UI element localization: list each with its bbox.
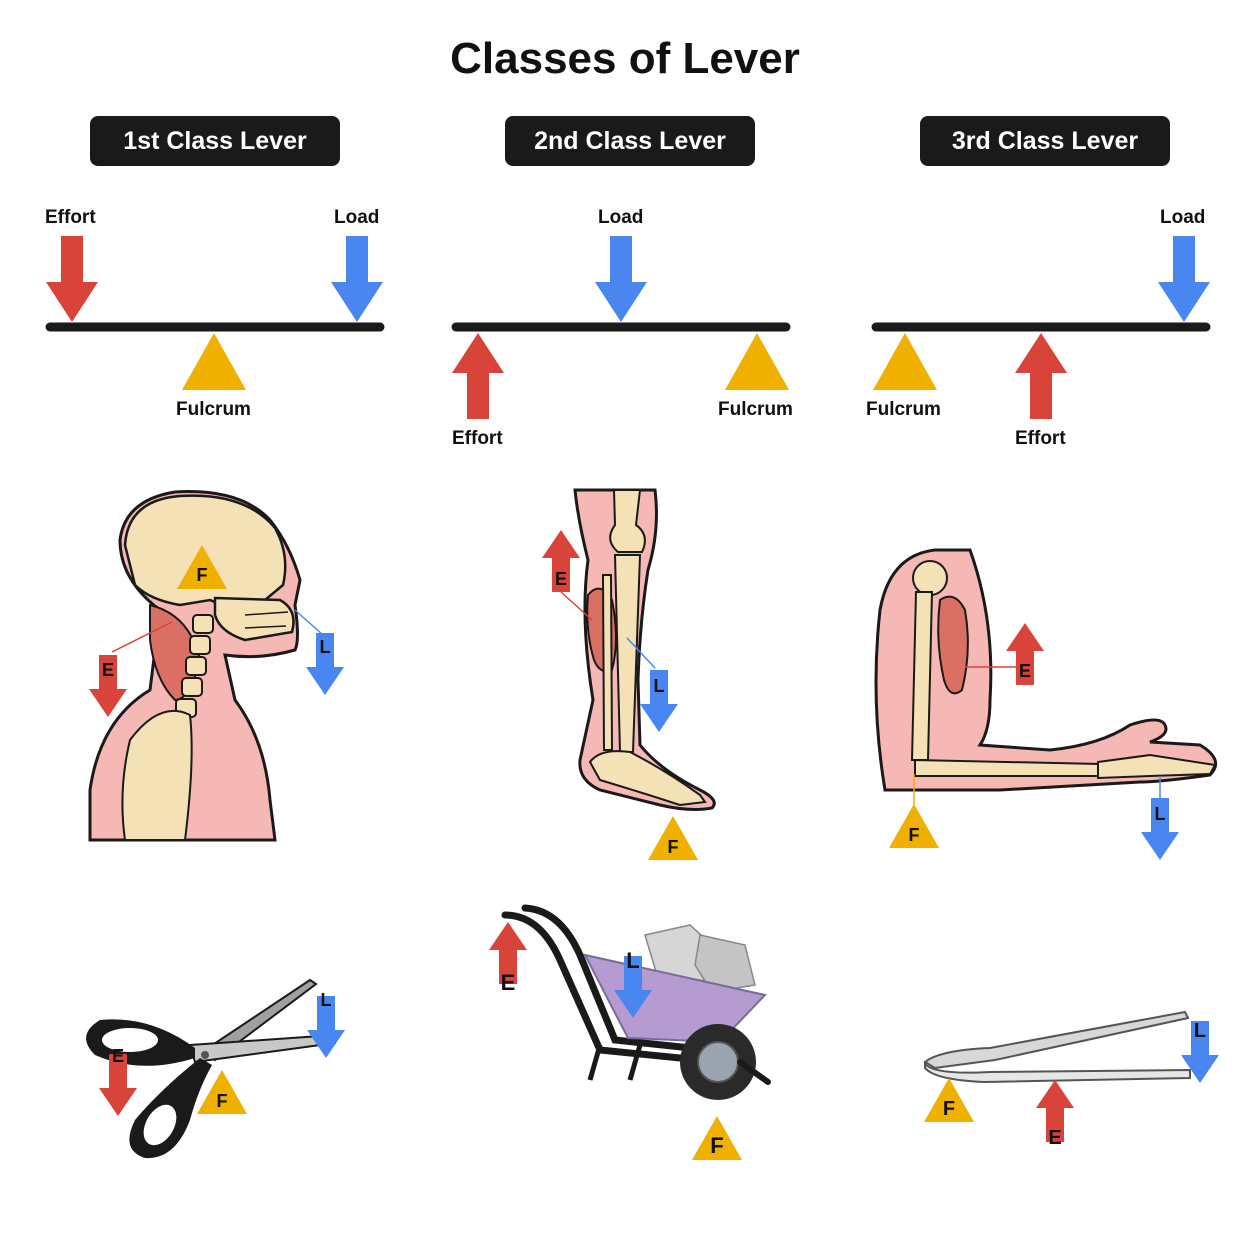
biceps-muscle	[937, 595, 969, 695]
scissors-handle-top-hole	[102, 1028, 158, 1052]
leg-load-marker: L	[654, 676, 665, 696]
class-2-load-arrow	[595, 236, 647, 322]
class-2-fulcrum-label: Fulcrum	[718, 399, 793, 420]
scissors-pivot	[201, 1051, 209, 1059]
class-1-effort-arrow	[46, 236, 98, 322]
scissors-illustration: E L F	[86, 978, 345, 1159]
arm-effort-marker: E	[1019, 661, 1031, 681]
head-fulcrum-marker: F	[197, 565, 208, 585]
page-title: Classes of Lever	[450, 34, 800, 83]
wheelbarrow-effort-marker: E	[501, 970, 516, 995]
tweezers-arm-bottom	[924, 1061, 1191, 1084]
class-2-load-label: Load	[598, 207, 644, 228]
class-3-load-arrow	[1158, 236, 1210, 322]
class-1-load-arrow	[331, 236, 383, 322]
wheelbarrow-load-marker: L	[626, 948, 639, 973]
head-load-marker: L	[320, 637, 331, 657]
class-3-load-label: Load	[1160, 207, 1206, 228]
tweezers-illustration: F E L	[923, 1010, 1219, 1149]
leg-foot-illustration: E L F	[542, 488, 716, 860]
head-effort-marker: E	[102, 660, 114, 680]
wheelbarrow-fulcrum-marker: F	[710, 1133, 723, 1158]
tweezers-load-marker: L	[1194, 1020, 1206, 1042]
wheelbarrow-axle-bar	[737, 1059, 771, 1085]
leg-effort-pointer	[560, 591, 593, 621]
class-2-effort-arrow	[452, 333, 504, 419]
jaw	[213, 596, 295, 642]
arm-illustration: E L F	[874, 548, 1218, 860]
class-1-fulcrum-label: Fulcrum	[176, 399, 251, 420]
scissors-fulcrum-marker: F	[217, 1091, 228, 1111]
class-3-effort-arrow	[1015, 333, 1067, 419]
class-3-fulcrum-triangle	[873, 333, 937, 390]
class-2-fulcrum-triangle	[725, 333, 789, 390]
wheelbarrow-handle-a	[501, 911, 704, 1064]
class-1-load-label: Load	[334, 207, 380, 228]
shoulder-joint	[912, 560, 948, 596]
class-3-schematic	[871, 236, 1211, 419]
teeth	[244, 611, 289, 629]
class-2-schematic	[451, 236, 791, 419]
arm-load-marker: L	[1155, 804, 1166, 824]
head-neck-illustration: F E L	[88, 490, 344, 842]
femur	[609, 489, 646, 553]
class-1-effort-label: Effort	[45, 207, 96, 228]
class-2-effort-label: Effort	[452, 428, 503, 449]
tweezers-arm-top	[923, 1010, 1190, 1070]
class-3-badge: 3rd Class Lever	[920, 116, 1170, 166]
shoulder-blade	[121, 710, 193, 841]
class-1-schematic	[45, 236, 385, 390]
leg-effort-marker: E	[555, 569, 567, 589]
leg-load-pointer	[626, 637, 656, 669]
class-1-badge: 1st Class Lever	[90, 116, 340, 166]
class-3-effort-label: Effort	[1015, 428, 1066, 449]
skull	[123, 494, 287, 607]
tweezers-fulcrum-marker: F	[943, 1098, 955, 1120]
tibia	[613, 554, 642, 753]
hand-bones	[1097, 753, 1217, 780]
class-1-fulcrum-triangle	[182, 333, 246, 390]
class-3-fulcrum-label: Fulcrum	[866, 399, 941, 420]
wheelbarrow-legs	[587, 1044, 643, 1081]
class-2-badge: 2nd Class Lever	[505, 116, 755, 166]
wheelbarrow-hub	[697, 1041, 739, 1083]
scissors-load-marker: L	[321, 990, 332, 1010]
wheelbarrow-handle-b	[521, 904, 714, 1054]
wheelbarrow-illustration: E L F	[489, 904, 771, 1160]
load-pointer-line	[294, 609, 324, 636]
leg-fulcrum-marker: F	[668, 837, 679, 857]
effort-pointer-line	[111, 621, 173, 653]
fibula	[601, 574, 614, 751]
humerus	[910, 591, 934, 761]
forearm-bones	[914, 758, 1101, 777]
arm-fulcrum-marker: F	[909, 825, 920, 845]
scissors-handle-bottom-hole	[143, 1104, 177, 1146]
foot-bones	[588, 750, 707, 807]
scissors-effort-marker: E	[112, 1046, 124, 1066]
tweezers-effort-marker: E	[1048, 1127, 1061, 1149]
